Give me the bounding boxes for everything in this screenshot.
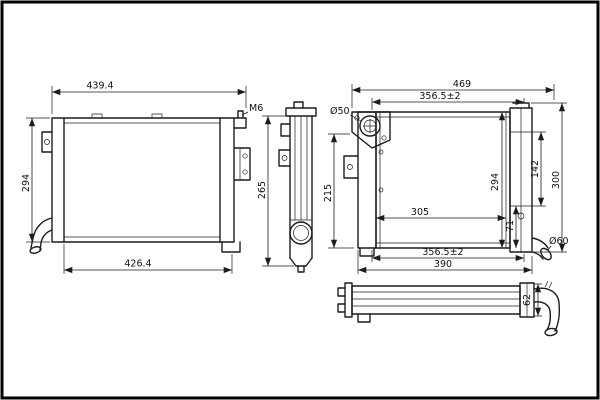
right-part-body xyxy=(357,102,533,257)
dim-width-top: 439.4 xyxy=(51,81,247,114)
port-top-callout: Ø50 xyxy=(330,106,362,122)
dim-height-left-side: 215 xyxy=(323,133,354,249)
side-body xyxy=(285,101,317,273)
view-front-right: 469 356.5±2 Ø50 215 294 71 142 xyxy=(323,79,569,274)
dim-offset-label: 71 xyxy=(505,220,516,232)
dim-width-inner-bottom-label: 356.5±2 xyxy=(422,247,463,258)
port-bottom-callout: Ø60 xyxy=(547,236,569,251)
side-port xyxy=(289,221,313,245)
dim-offset: 71 xyxy=(505,206,520,248)
port-bottom-label: Ø60 xyxy=(549,236,569,247)
dim-depth: 62 xyxy=(522,283,542,317)
dim-width-bottom-right-view: 390 xyxy=(357,250,533,274)
dim-core-width-label: 305 xyxy=(411,207,429,218)
side-brackets xyxy=(278,123,291,167)
mount-bracket-left xyxy=(41,131,53,153)
dim-width-bottom-label: 426.4 xyxy=(124,259,151,270)
view-side: 265 xyxy=(257,101,317,273)
dim-width-top-label: 439.4 xyxy=(86,81,113,92)
dim-width-bottom-label: 390 xyxy=(434,259,452,270)
dim-height-left-label: 215 xyxy=(323,184,334,202)
thread-callout: M6 xyxy=(241,103,263,116)
dim-height-outer-label: 300 xyxy=(551,171,562,189)
top-body xyxy=(337,282,535,323)
view-top: 62 xyxy=(337,280,561,337)
part-body xyxy=(51,113,235,243)
view-front-left: 439.4 M6 294 426.4 xyxy=(21,81,263,274)
dim-height-side-label: 265 xyxy=(257,181,268,199)
dim-depth-label: 62 xyxy=(522,294,533,306)
dim-width-inner-top: 356.5±2 xyxy=(371,91,525,110)
dim-core-width: 305 xyxy=(376,207,506,222)
dim-height-tank: 142 xyxy=(530,131,546,207)
thread-label: M6 xyxy=(249,103,263,114)
dim-height-core-label: 294 xyxy=(490,173,501,191)
dim-height-core: 294 xyxy=(490,112,506,248)
dim-height-label: 294 xyxy=(21,174,32,192)
port-top-label: Ø50 xyxy=(330,106,350,117)
dim-height-side-view: 265 xyxy=(257,115,294,267)
outlet-pipe-left xyxy=(29,217,53,254)
dim-width-inner-bottom: 356.5±2 xyxy=(371,247,525,262)
mount-bracket-mid xyxy=(343,155,359,179)
top-hose xyxy=(533,280,561,337)
dim-height-left-view: 294 xyxy=(21,117,50,243)
inlet-flange xyxy=(351,111,391,149)
dim-height-tank-label: 142 xyxy=(530,160,541,178)
dim-height-outer: 300 xyxy=(531,102,567,253)
dim-width-outer: 469 xyxy=(351,79,555,108)
dim-width-inner-top-label: 356.5±2 xyxy=(419,91,460,102)
dim-width-bottom: 426.4 xyxy=(63,244,233,274)
mount-bracket-right xyxy=(221,110,251,253)
dim-width-outer-label: 469 xyxy=(453,79,471,90)
